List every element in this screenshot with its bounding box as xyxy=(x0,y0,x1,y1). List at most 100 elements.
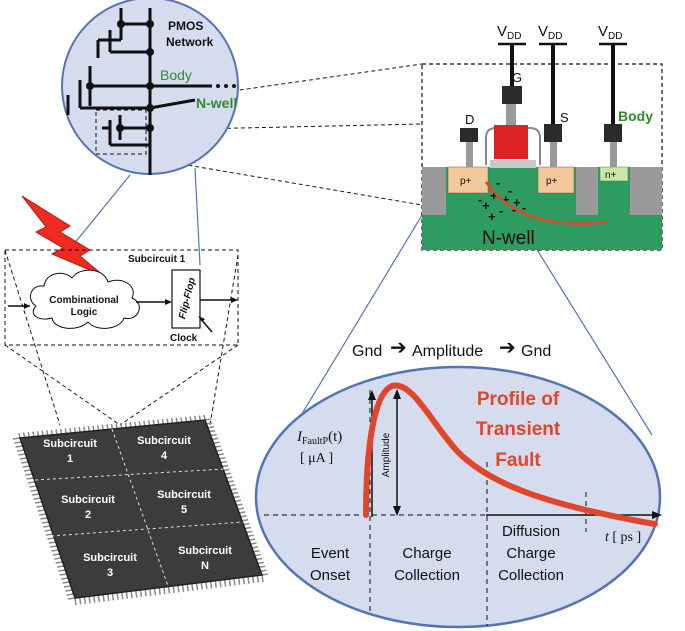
charge-carriers: - - + + + + - - - + - xyxy=(478,175,526,224)
chip-pin xyxy=(228,578,232,587)
chip-pin xyxy=(101,424,104,431)
chip-pin xyxy=(236,503,243,506)
chip-pin xyxy=(219,457,226,460)
chip-pin xyxy=(74,597,77,606)
chip-pin xyxy=(167,586,171,594)
drain-contact xyxy=(460,128,478,142)
sti-left xyxy=(422,167,446,215)
svg-text:Gnd: Gnd xyxy=(352,343,382,360)
chip-pin xyxy=(241,519,249,522)
chip-pin xyxy=(124,422,128,428)
chip-pin xyxy=(219,580,222,588)
svg-text:-: - xyxy=(496,175,500,190)
chip-pin xyxy=(15,445,23,448)
chip-cell-3-index: 3 xyxy=(107,567,113,579)
chip-pin xyxy=(239,511,246,514)
sti-right xyxy=(630,167,662,215)
device-body-label: Body xyxy=(618,108,653,124)
chip-pin xyxy=(21,461,29,464)
gate-poly xyxy=(494,125,528,159)
chip-pin xyxy=(207,426,214,429)
chip-pin xyxy=(249,538,256,541)
chip-pin xyxy=(50,429,54,435)
pmos-zoom-circle: PMOS Network Body N-well xyxy=(61,0,239,175)
chip-pin xyxy=(242,577,246,585)
nplus-body-label: n+ xyxy=(605,170,617,181)
chip-pin xyxy=(110,423,114,430)
chip-pin xyxy=(180,417,183,423)
chip-pin xyxy=(214,580,217,588)
chip-pin xyxy=(46,430,49,436)
chip-pin xyxy=(28,481,36,484)
phase-event-onset-line2: Onset xyxy=(310,567,351,584)
chip-pin xyxy=(251,546,259,549)
pplus-drain xyxy=(447,166,489,194)
chip-pin xyxy=(212,437,219,441)
profile-title-line3: Fault xyxy=(495,450,541,471)
chip-pin xyxy=(147,420,151,426)
chip-pin xyxy=(189,416,192,422)
chip-pin xyxy=(62,581,70,584)
svg-text:➔: ➔ xyxy=(499,337,516,359)
gate-label: G xyxy=(512,70,522,85)
chip-cell-2-name: Subcircuit xyxy=(61,494,115,506)
chip-pins xyxy=(12,414,269,606)
chip-pin xyxy=(120,422,123,429)
chip-cell-5-name: Subcircuit xyxy=(157,489,211,501)
chip-pin xyxy=(194,415,197,422)
profile-title-line2: Transient xyxy=(476,419,561,440)
chip-pin xyxy=(250,542,257,545)
chip-pin xyxy=(157,419,160,425)
gate-oxide xyxy=(490,160,536,168)
chip-pin xyxy=(237,577,241,585)
phase-charge-collection-line1: Charge xyxy=(402,545,451,562)
subcircuit-1-panel: Subcircuit 1 Combinational Logic Flip-Fl… xyxy=(4,249,239,346)
chip-pin xyxy=(181,584,185,592)
chip-pin xyxy=(143,420,146,426)
chip-pin xyxy=(191,583,194,591)
chip-pin xyxy=(217,453,224,456)
chip-pin xyxy=(227,480,234,483)
clock-label: Clock xyxy=(170,333,198,344)
chip-pin xyxy=(130,590,133,599)
pplus-drain-label: p+ xyxy=(460,176,472,187)
chip-pin xyxy=(36,431,40,437)
chip-pin xyxy=(129,422,132,428)
chip-pin xyxy=(209,581,213,589)
sti-mid xyxy=(576,167,598,215)
chip-cell-1-name: Subcircuit xyxy=(43,438,97,450)
device-nwell-label: N-well xyxy=(482,228,535,249)
chip-pin xyxy=(59,428,63,435)
chip-pin xyxy=(55,429,58,435)
phase-event-onset-line1: Event xyxy=(311,545,350,562)
svg-text:➔: ➔ xyxy=(390,337,407,359)
source-label: S xyxy=(560,110,569,125)
amplitude-label: Amplitude xyxy=(381,432,392,477)
pmos-network-label-line1: PMOS xyxy=(168,19,203,33)
svg-text:-: - xyxy=(478,192,482,207)
chip-pin xyxy=(33,497,41,500)
chip-pin xyxy=(43,525,51,528)
chip-pin xyxy=(32,493,40,496)
pmos-network-label-line2: Network xyxy=(166,35,214,49)
chip-pin xyxy=(19,457,27,460)
chip-pin xyxy=(116,592,119,600)
chip-pin xyxy=(83,596,87,604)
chip-pin xyxy=(78,427,81,433)
chip-pin xyxy=(30,489,38,492)
chip-pin xyxy=(247,576,250,584)
chip-pin xyxy=(138,421,141,427)
phase-diffusion-line2: Charge xyxy=(506,545,555,562)
chip-pin xyxy=(206,422,213,425)
chip-pin xyxy=(111,593,115,601)
pmos-nwell-label: N-well xyxy=(196,95,237,111)
chip-pin xyxy=(210,433,217,437)
chip-pin xyxy=(254,553,261,557)
chip-pin xyxy=(234,499,242,503)
chip-pin xyxy=(231,491,239,495)
svg-text:-: - xyxy=(508,183,512,198)
chip-pin xyxy=(153,588,157,596)
chip-pin xyxy=(175,417,178,423)
chip-pin xyxy=(97,595,101,603)
chip-pin xyxy=(96,425,100,431)
